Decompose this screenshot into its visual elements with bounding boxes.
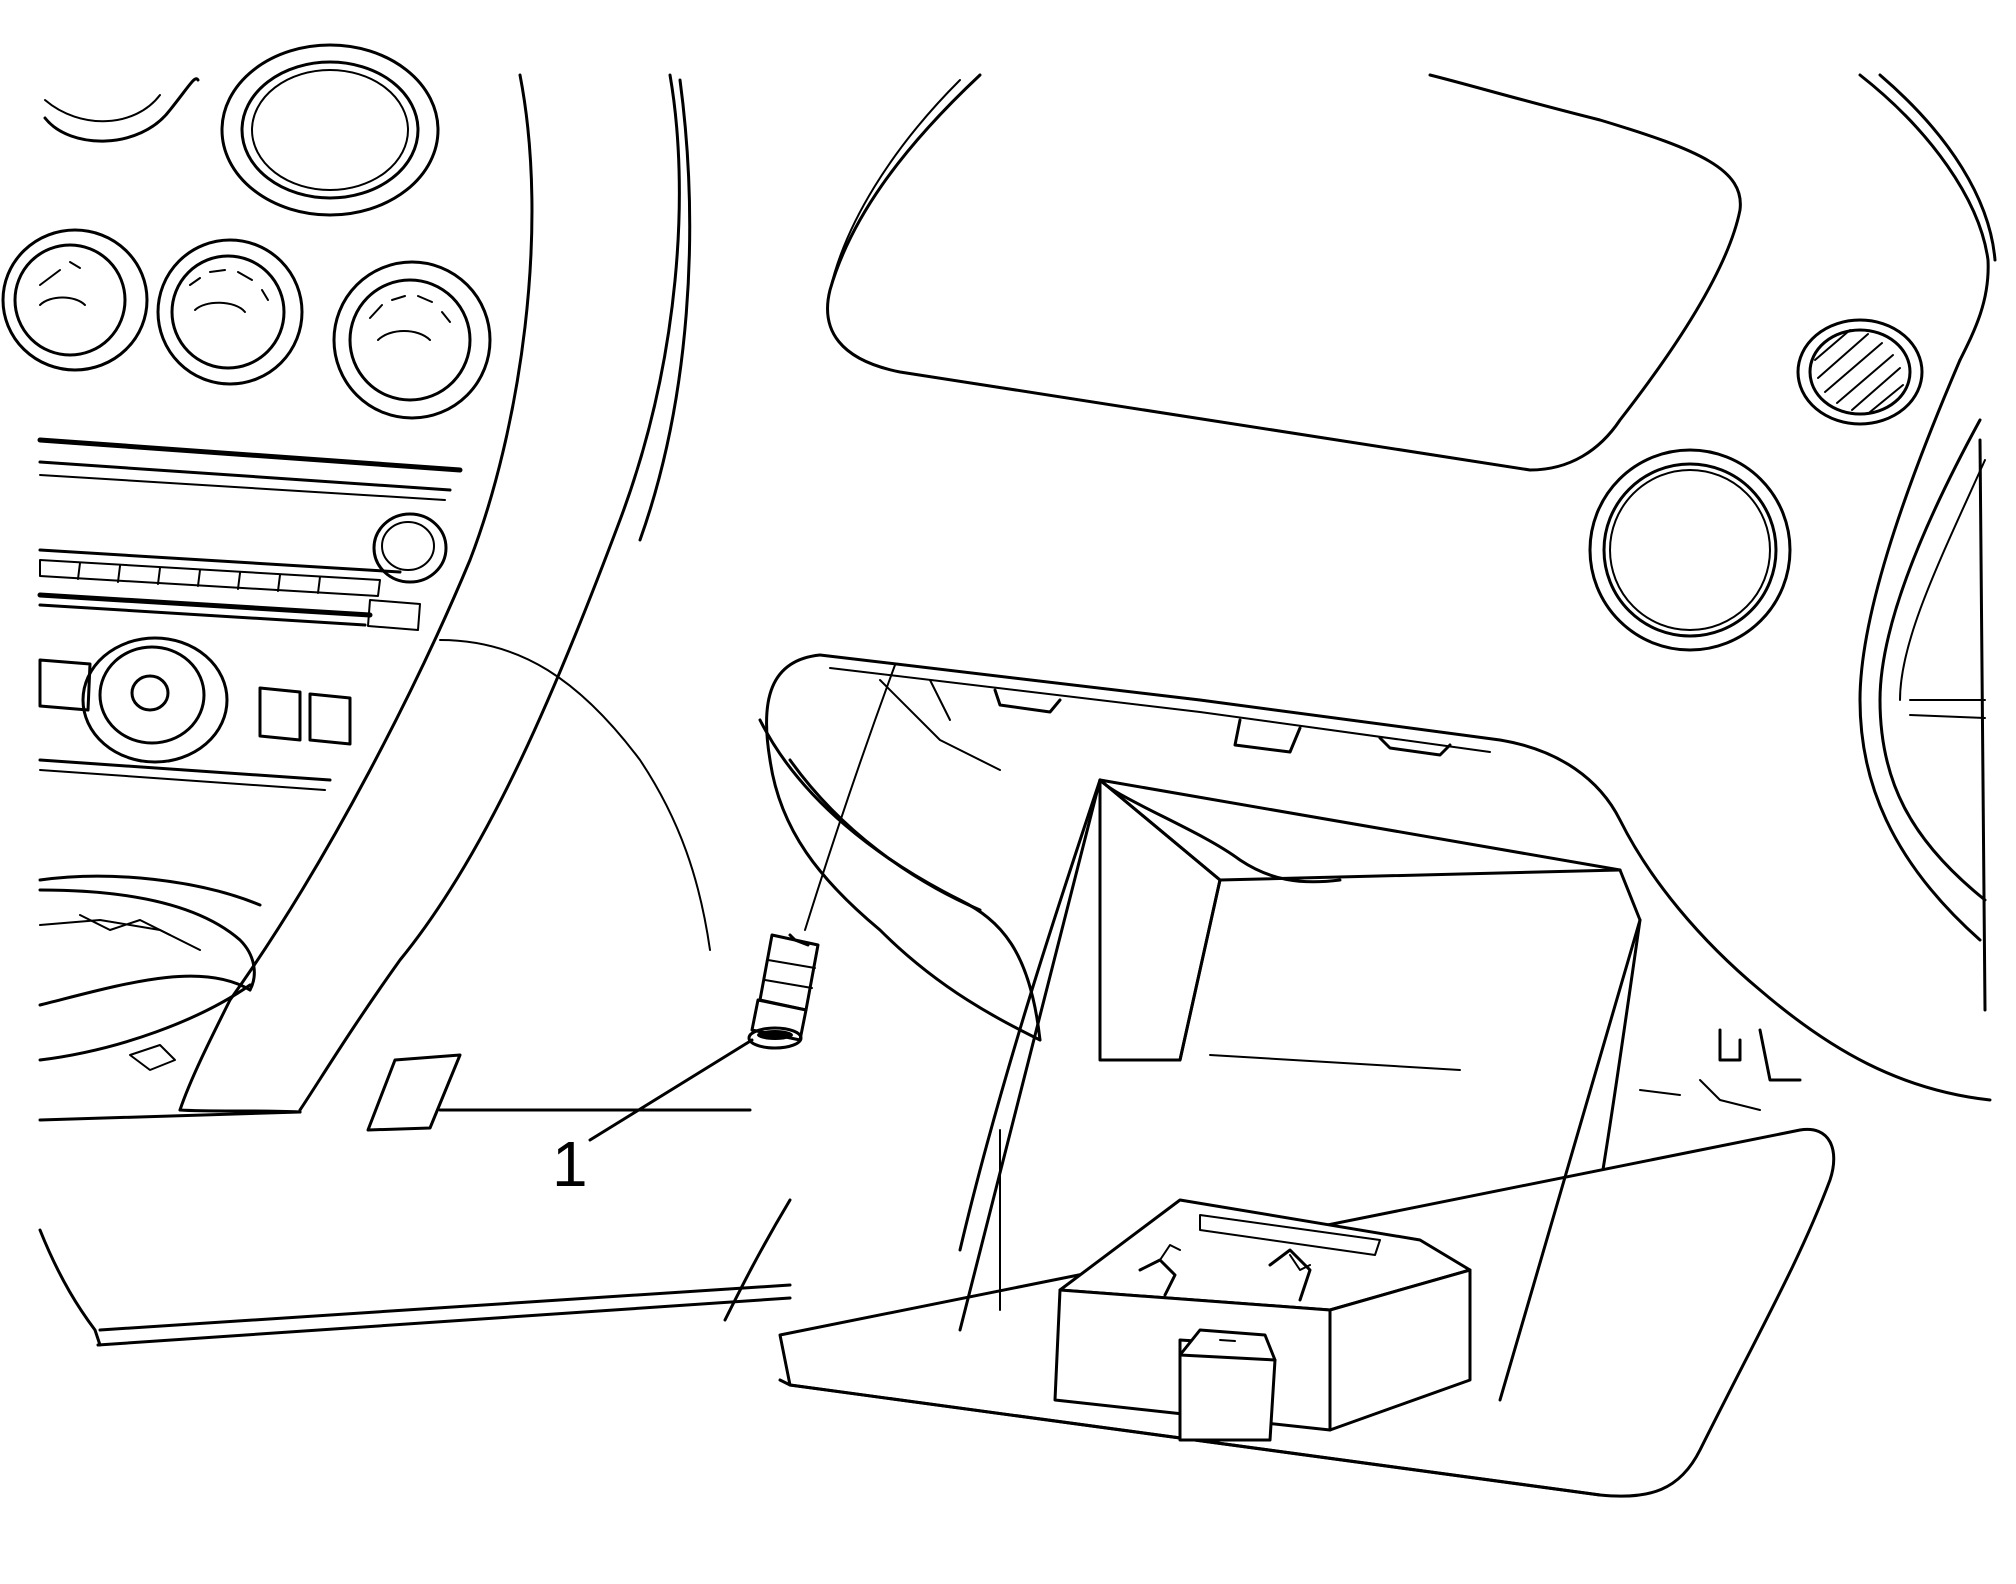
upper-dash	[826, 73, 1997, 1012]
speaker-ring	[1588, 448, 1792, 652]
hvac-knob-right	[332, 260, 492, 420]
volume-knob	[81, 636, 229, 764]
radio-preset-buttons	[38, 559, 381, 791]
center-console	[1, 43, 792, 1347]
air-vent-grille	[1796, 318, 1924, 426]
hvac-knob-center	[156, 238, 304, 386]
callout-1: 1	[552, 1038, 754, 1200]
hvac-knob-left	[1, 228, 149, 372]
control-module	[1053, 1198, 1472, 1442]
connector	[439, 639, 896, 1050]
tuning-knob	[367, 512, 448, 631]
callout-label: 1	[552, 1128, 588, 1200]
glove-box	[723, 653, 1992, 1498]
